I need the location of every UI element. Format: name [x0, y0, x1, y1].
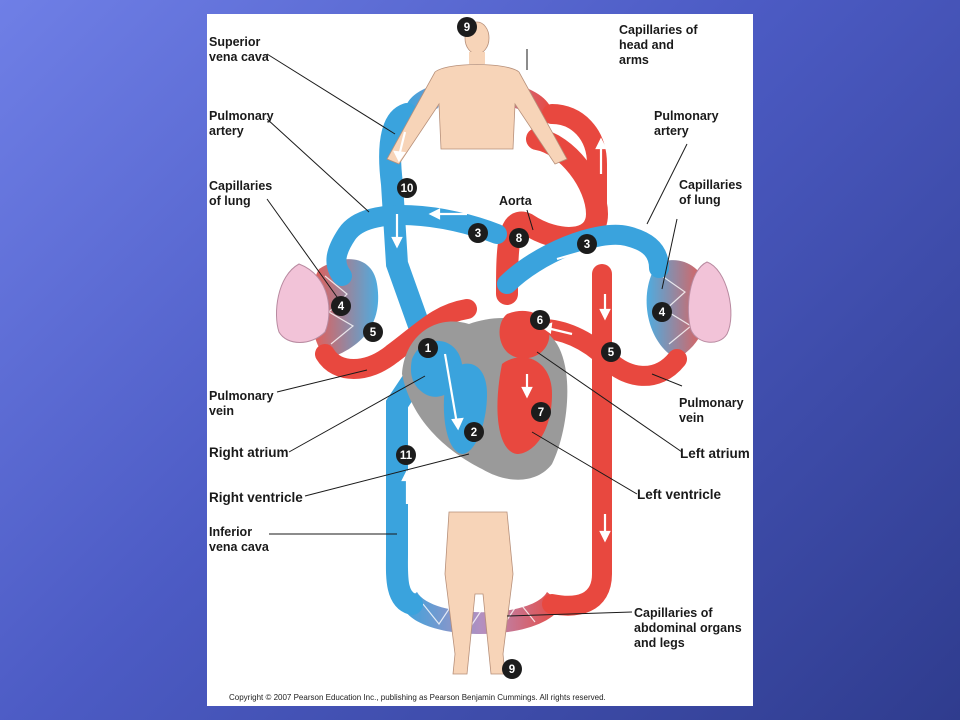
label-right-atrium: Right atrium [209, 445, 289, 460]
descending-aorta [542, 264, 612, 616]
svg-text:2: 2 [471, 427, 477, 439]
svg-text:7: 7 [538, 407, 544, 419]
svg-text:1: 1 [425, 343, 432, 355]
lung-right [687, 261, 732, 343]
svg-text:10: 10 [401, 183, 414, 195]
capillaries-abdominal-legs-bed [402, 592, 562, 634]
diagram-panel: 9 10 3 8 3 4 4 5 6 1 5 7 2 11 9 Superior… [207, 14, 753, 706]
step-marker-8: 8 [509, 228, 529, 248]
step-marker-4-left: 4 [331, 296, 351, 316]
copyright-notice: Copyright © 2007 Pearson Education Inc.,… [229, 693, 606, 702]
pulmonary-vein-left [315, 299, 477, 379]
svg-text:8: 8 [516, 233, 523, 245]
step-marker-9-top: 9 [457, 17, 477, 37]
step-marker-5-right: 5 [601, 342, 621, 362]
step-marker-10: 10 [397, 178, 417, 198]
svg-text:3: 3 [475, 228, 481, 240]
svg-text:11: 11 [400, 450, 413, 462]
label-aorta: Aorta [499, 194, 533, 208]
circulation-diagram: 9 10 3 8 3 4 4 5 6 1 5 7 2 11 9 Superior… [209, 17, 750, 702]
step-marker-3-right: 3 [577, 234, 597, 254]
left-ventricle-chamber [497, 357, 552, 454]
step-marker-2: 2 [464, 422, 484, 442]
svg-text:4: 4 [338, 301, 345, 313]
label-left-ventricle: Left ventricle [637, 487, 722, 502]
upper-systemic-artery [542, 104, 607, 224]
superior-vena-cava [379, 103, 433, 345]
step-marker-4-right: 4 [652, 302, 672, 322]
lung-left [276, 263, 330, 343]
svg-text:4: 4 [659, 307, 666, 319]
step-marker-6: 6 [530, 310, 550, 330]
step-marker-5-left: 5 [363, 322, 383, 342]
inferior-vena-cava [385, 363, 428, 615]
svg-text:9: 9 [509, 664, 515, 676]
pulmonary-artery-left [326, 205, 507, 286]
pulmonary-artery-right [497, 224, 669, 294]
step-marker-11: 11 [396, 445, 416, 465]
svg-text:3: 3 [584, 239, 590, 251]
svg-text:6: 6 [537, 315, 543, 327]
svg-text:5: 5 [608, 347, 615, 359]
heart [402, 310, 568, 480]
step-marker-9-bottom: 9 [502, 659, 522, 679]
label-left-atrium: Left atrium [680, 446, 750, 461]
svg-text:9: 9 [464, 22, 470, 34]
step-marker-7: 7 [531, 402, 551, 422]
step-marker-1: 1 [418, 338, 438, 358]
step-marker-3-left: 3 [468, 223, 488, 243]
lower-body-figure [444, 511, 514, 675]
svg-text:5: 5 [370, 327, 377, 339]
leader-lines [266, 49, 688, 617]
label-right-ventricle: Right ventricle [209, 490, 303, 505]
